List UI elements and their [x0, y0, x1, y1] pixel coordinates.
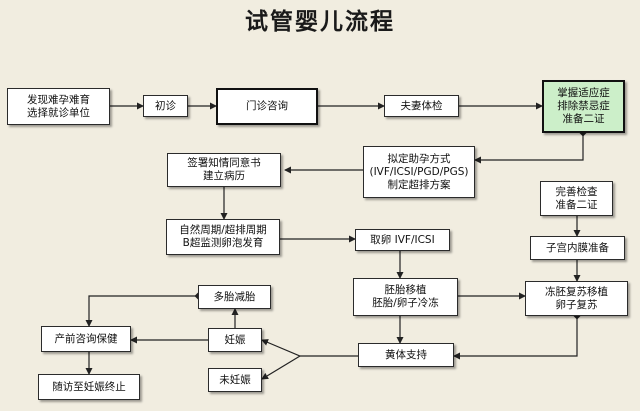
node-multi-reduction: 多胎减胎 — [198, 285, 271, 309]
node-prenatal: 产前咨询保健 — [41, 326, 131, 352]
node-indications: 掌握适应症 排除禁忌症 准备二证 — [542, 80, 625, 133]
edge-luteal-to-notpregnant — [261, 355, 301, 380]
node-couple-exam: 夫妻体检 — [384, 95, 459, 117]
node-outpatient-consult: 门诊咨询 — [216, 88, 318, 125]
node-not-pregnant: 未妊娠 — [208, 368, 262, 392]
node-first-visit: 初诊 — [143, 95, 188, 117]
node-followup: 随访至妊娠终止 — [38, 374, 140, 400]
node-complete-exam: 完善检查 准备二证 — [540, 181, 613, 216]
edge-thaw-to-luteal — [453, 312, 581, 360]
edge-reduction-to-prenatal — [85, 292, 202, 327]
node-consent: 签署知情同意书 建立病历 — [167, 153, 281, 187]
node-embryo-transfer: 胚胎移植 胚胎/卵子冷冻 — [353, 278, 458, 316]
page-title: 试管婴儿流程 — [245, 8, 395, 35]
edge-luteal-to-pregnant — [261, 339, 358, 357]
node-find-infertility: 发现难孕难育 选择就诊单位 — [7, 88, 110, 125]
node-luteal-support: 黄体支持 — [358, 343, 454, 367]
node-endometrium: 子宫内膜准备 — [530, 236, 625, 260]
edge-indications-to-plan — [474, 129, 587, 164]
node-plan: 拟定助孕方式 (IVF/ICSI/PGD/PGS) 制定超排方案 — [363, 146, 475, 198]
node-pregnant: 妊娠 — [208, 328, 262, 352]
node-cycle-monitor: 自然周期/超排周期 B超监测卵泡发育 — [166, 219, 280, 255]
node-thaw-transfer: 冻胚复苏移植 卵子复苏 — [525, 281, 628, 316]
node-egg-retrieval: 取卵 IVF/ICSI — [355, 229, 450, 251]
